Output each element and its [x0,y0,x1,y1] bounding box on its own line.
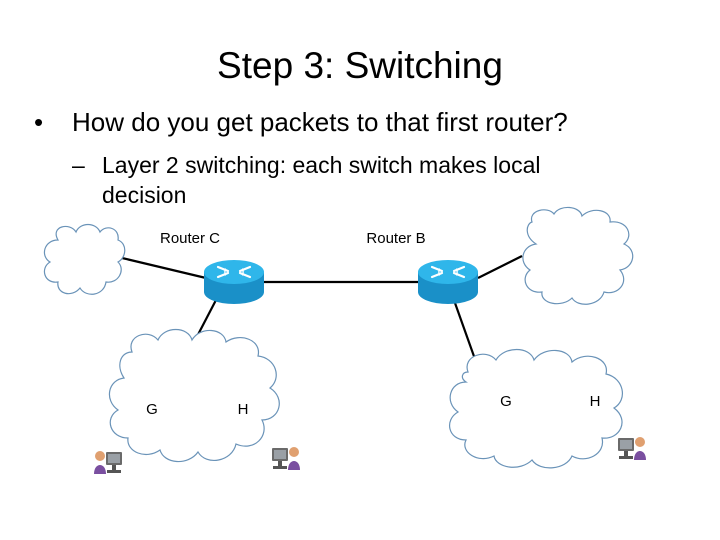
router-b [416,258,480,306]
link-cloud-to-router-c [121,256,207,280]
router-c-label: Router C [160,230,220,247]
sub-bullet-marker: – [72,152,85,178]
sub-bullet-text-line1: Layer 2 switching: each switch makes loc… [102,152,541,178]
cloud-top-left [43,223,126,295]
bullet-marker: • [34,107,44,137]
main-bullet: • How do you get packets to that first ro… [34,104,694,140]
cloud-top-right [522,206,634,305]
sub-bullet: –Layer 2 switching: each switch makes lo… [72,150,632,210]
host-g-right-label: G [500,393,512,410]
host-h-left-label: H [238,401,249,418]
user-computer-icon [272,447,300,470]
slide-title: Step 3: Switching [217,45,503,86]
router-icon [202,258,266,306]
router-icon [416,258,480,306]
cloud-left-lan [108,328,280,463]
host-h-right-label: H [590,393,601,410]
user-computer-icon [94,451,122,474]
main-bullet-text: How do you get packets to that first rou… [72,107,568,137]
router-b-label: Router B [366,230,425,247]
router-c [202,258,266,306]
network-clouds [43,206,634,469]
cloud-right-lan [449,348,623,469]
link-router-b-to-cloud [477,255,523,279]
host-g-left-label: G [146,401,158,418]
user-computer-icon [618,437,646,460]
sub-bullet-text-line2: decision [102,182,187,208]
